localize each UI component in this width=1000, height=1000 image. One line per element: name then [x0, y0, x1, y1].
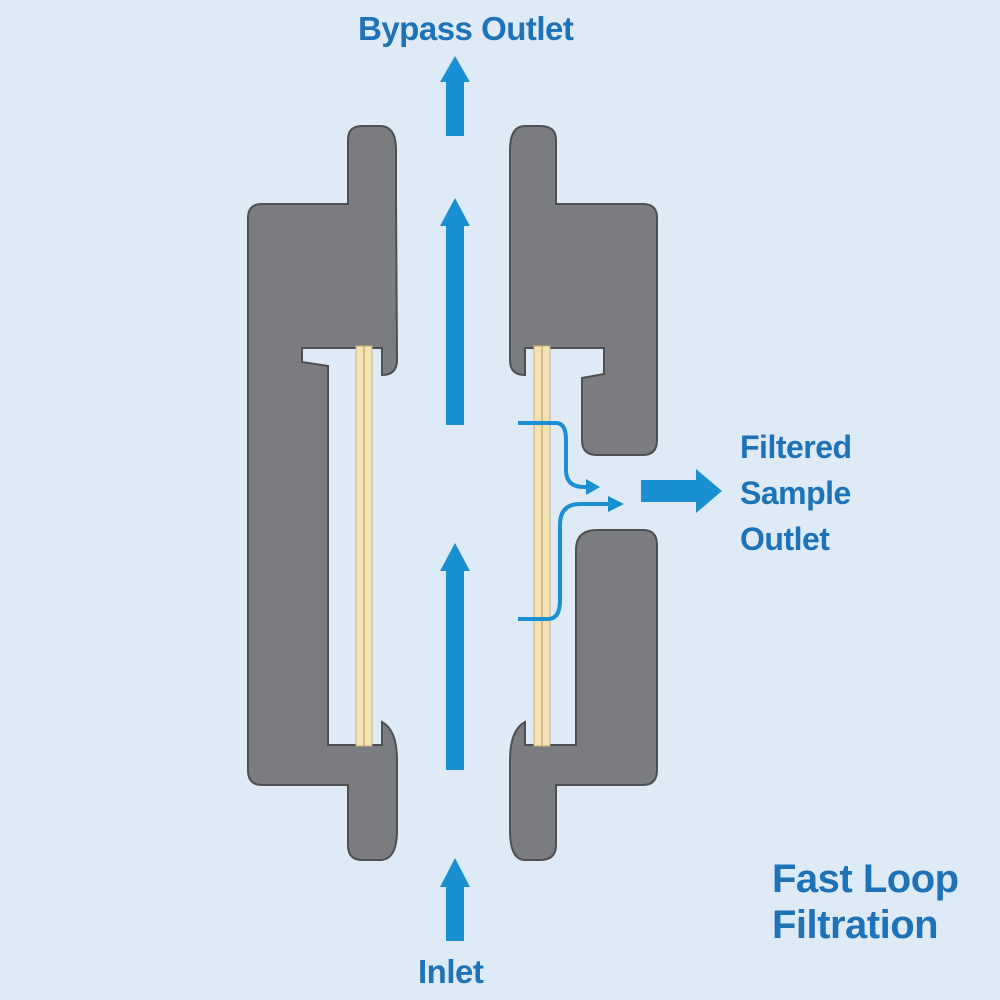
- inlet-label: Inlet: [418, 953, 484, 990]
- filtered-sample-outlet-label: Filtered Sample Outlet: [740, 424, 852, 562]
- filtered-label-line: Outlet: [740, 521, 830, 557]
- title-line: Filtration: [772, 903, 939, 947]
- sample-flow-arrowheads: [586, 479, 624, 512]
- diagram-title: Fast Loop Filtration: [772, 856, 959, 948]
- bypass-outlet-label: Bypass Outlet: [358, 10, 574, 47]
- title-line: Fast Loop: [772, 857, 959, 901]
- right-housing-lower: [509, 529, 658, 861]
- right-housing-upper: [509, 125, 658, 456]
- bypass-outlet-arrow: [440, 56, 470, 136]
- lower-flow-arrow: [440, 543, 470, 770]
- filtered-label-line: Filtered: [740, 429, 852, 465]
- filtered-label-line: Sample: [740, 475, 851, 511]
- upper-flow-arrow: [440, 198, 470, 425]
- sample-flow-lines: [518, 421, 610, 621]
- left-housing: [247, 125, 399, 861]
- filtered-sample-outlet-arrow: [641, 469, 722, 513]
- inlet-arrow: [440, 858, 470, 941]
